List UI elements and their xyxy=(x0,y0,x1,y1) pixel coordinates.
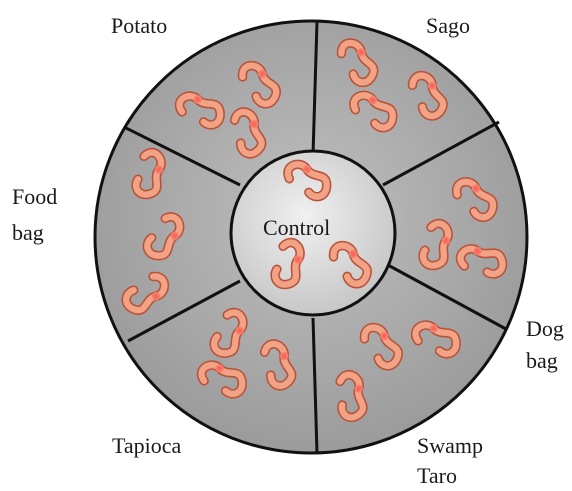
potato-label: Potato xyxy=(111,12,167,40)
food-bag-label-line2: bag xyxy=(12,219,44,247)
food-bag-label-line1: Food xyxy=(12,183,57,211)
control-label: Control xyxy=(263,215,330,240)
worm-clitellum xyxy=(472,184,480,192)
sago-label: Sago xyxy=(426,12,470,40)
dog-bag-label-line2: bag xyxy=(526,347,558,375)
dog-bag-label-line1: Dog xyxy=(526,315,564,343)
tapioca-label: Tapioca xyxy=(112,432,181,460)
swamp-taro-label-line2: Taro xyxy=(417,462,457,490)
swamp-taro-label-line1: Swamp xyxy=(417,432,483,460)
